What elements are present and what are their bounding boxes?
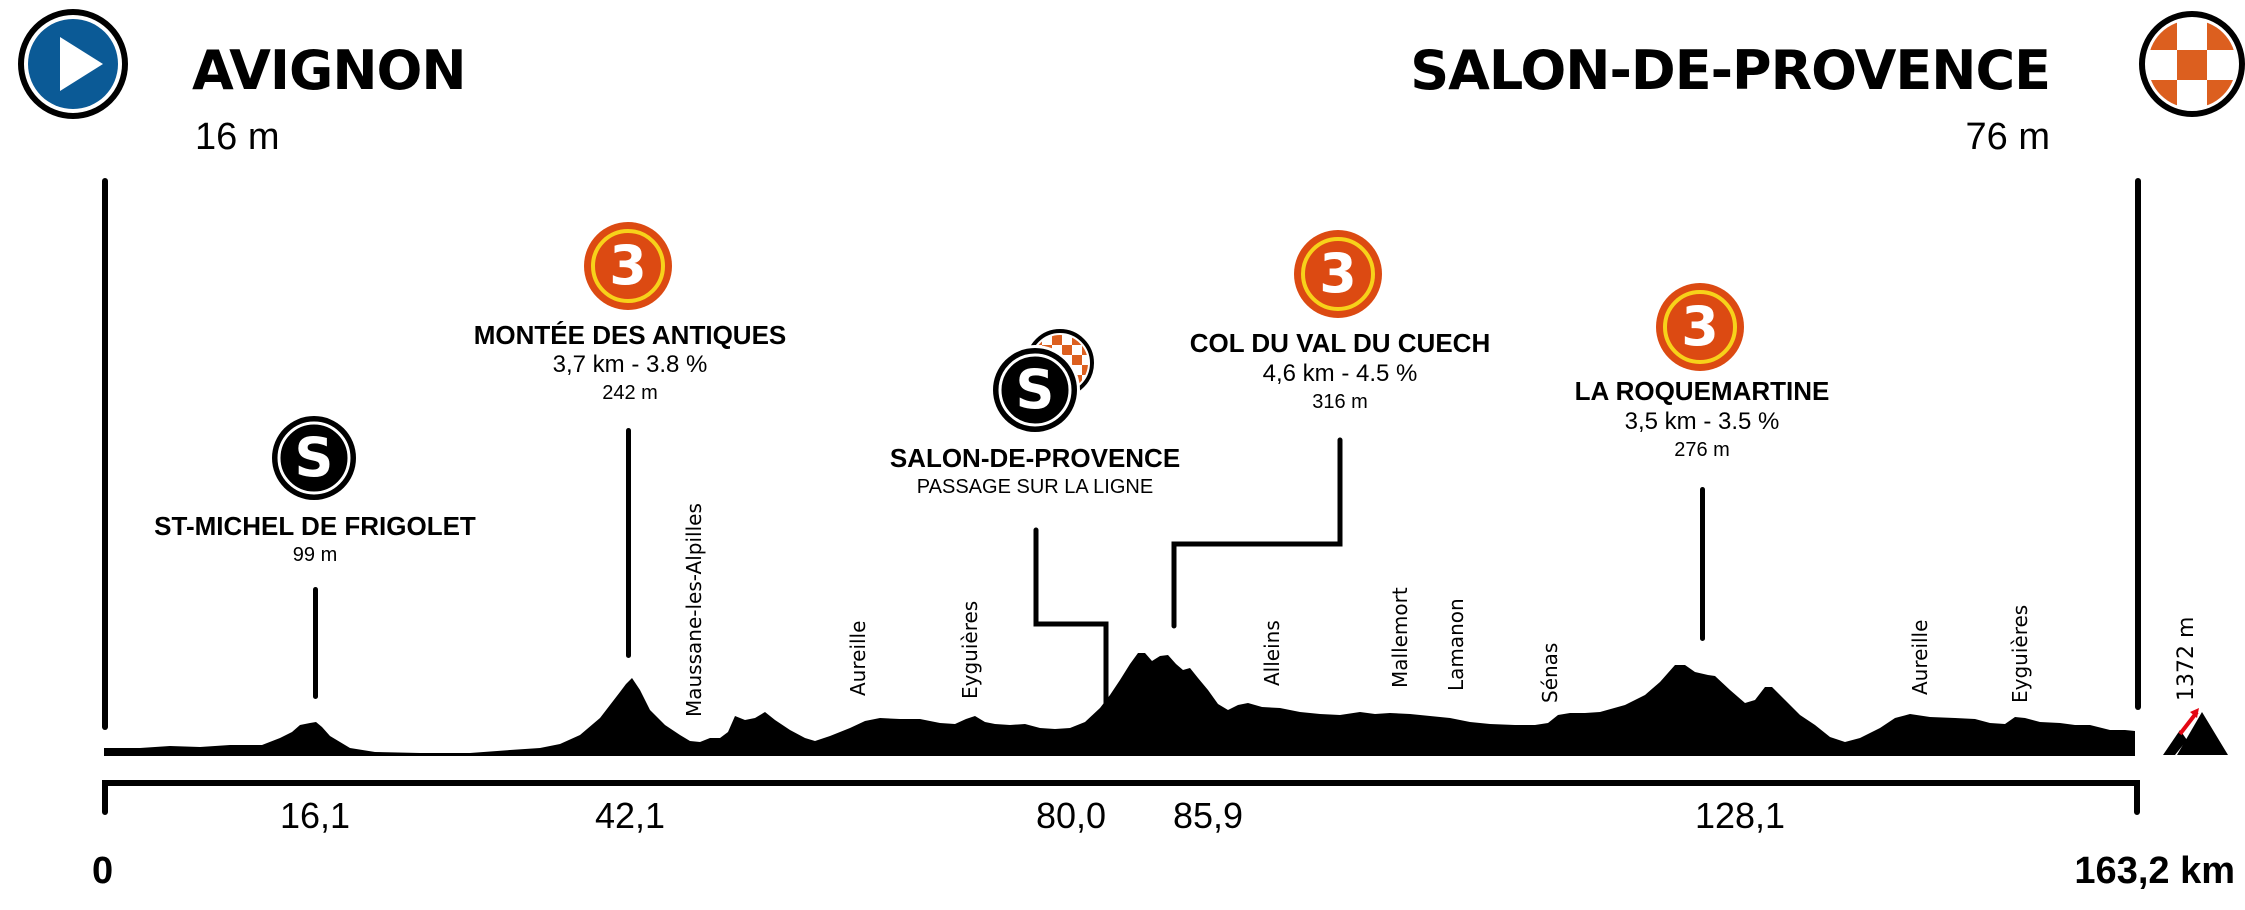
start-line bbox=[102, 178, 108, 730]
climb-category: 3 bbox=[609, 234, 647, 297]
town-label: Eyguières bbox=[2008, 604, 2032, 703]
sprint-badge-letter: S bbox=[294, 426, 334, 489]
total-climb-label: 1372 m bbox=[2174, 616, 2199, 701]
town-label: Maussane-les-Alpilles bbox=[682, 503, 706, 717]
finish-altitude: 76 m bbox=[1965, 116, 2050, 158]
start-play-icon bbox=[18, 9, 128, 119]
climb-category: 3 bbox=[1681, 295, 1719, 358]
elevation-profile bbox=[104, 653, 2135, 756]
sprint-line-subtitle: PASSAGE SUR LA LIGNE bbox=[916, 476, 1154, 498]
sprint-line-name: SALON-DE-PROVENCE bbox=[889, 443, 1181, 473]
km-label: 128,1 bbox=[1694, 795, 1786, 836]
town-label: Aureille bbox=[846, 620, 870, 696]
cat3-climb-icon bbox=[1294, 230, 1382, 318]
distance-axis bbox=[102, 780, 2140, 815]
start-city: AVIGNON bbox=[192, 39, 467, 102]
sprint-altitude: 99 m bbox=[292, 544, 338, 566]
axis-start-km: 0 bbox=[92, 850, 114, 892]
town-label: Lamanon bbox=[1444, 598, 1468, 691]
sprint-line-badge-letter: S bbox=[1015, 358, 1055, 421]
marker-line-sprint-1 bbox=[313, 587, 318, 699]
marker-line-sprint-line bbox=[1033, 527, 1109, 709]
climb-category: 3 bbox=[1319, 242, 1357, 305]
climb-stats: 3,7 km - 3.8 % bbox=[552, 351, 708, 378]
sprint-icon bbox=[272, 416, 356, 500]
climb-stats: 4,6 km - 4.5 % bbox=[1262, 360, 1418, 387]
sprint-name: ST-MICHEL DE FRIGOLET bbox=[154, 511, 476, 541]
climb-altitude: 242 m bbox=[602, 382, 658, 404]
km-label: 42,1 bbox=[594, 795, 666, 836]
climb-altitude: 316 m bbox=[1312, 391, 1368, 413]
marker-line-climb-2 bbox=[1171, 437, 1343, 629]
climb-name: MONTÉE DES ANTIQUES bbox=[473, 320, 787, 350]
town-label: Eyguières bbox=[958, 600, 982, 699]
climb-name: COL DU VAL DU CUECH bbox=[1189, 328, 1491, 358]
town-label: Alleins bbox=[1260, 620, 1284, 686]
town-label: Aureille bbox=[1908, 619, 1932, 695]
climb-stats: 3,5 km - 3.5 % bbox=[1624, 408, 1780, 435]
sprint-line-icon bbox=[990, 329, 1094, 435]
town-label: Sénas bbox=[1538, 642, 1562, 703]
climb-name: LA ROQUEMARTINE bbox=[1574, 376, 1830, 406]
start-altitude: 16 m bbox=[195, 116, 280, 158]
finish-line bbox=[2135, 178, 2141, 710]
climb-altitude: 276 m bbox=[1674, 439, 1730, 461]
finish-city: SALON-DE-PROVENCE bbox=[1410, 39, 2051, 102]
marker-line-climb-1 bbox=[626, 428, 631, 658]
axis-end-km: 163,2 km bbox=[2074, 850, 2235, 892]
km-label: 85,9 bbox=[1172, 795, 1244, 836]
total-climb-mountain-icon bbox=[2163, 708, 2228, 755]
finish-checkered-flag-icon bbox=[2139, 11, 2245, 117]
km-label: 80,0 bbox=[1035, 795, 1107, 836]
marker-line-climb-3 bbox=[1700, 487, 1705, 641]
cat3-climb-icon bbox=[584, 222, 672, 310]
town-label: Mallemort bbox=[1388, 587, 1412, 688]
cat3-climb-icon bbox=[1656, 283, 1744, 371]
km-label: 16,1 bbox=[279, 795, 351, 836]
